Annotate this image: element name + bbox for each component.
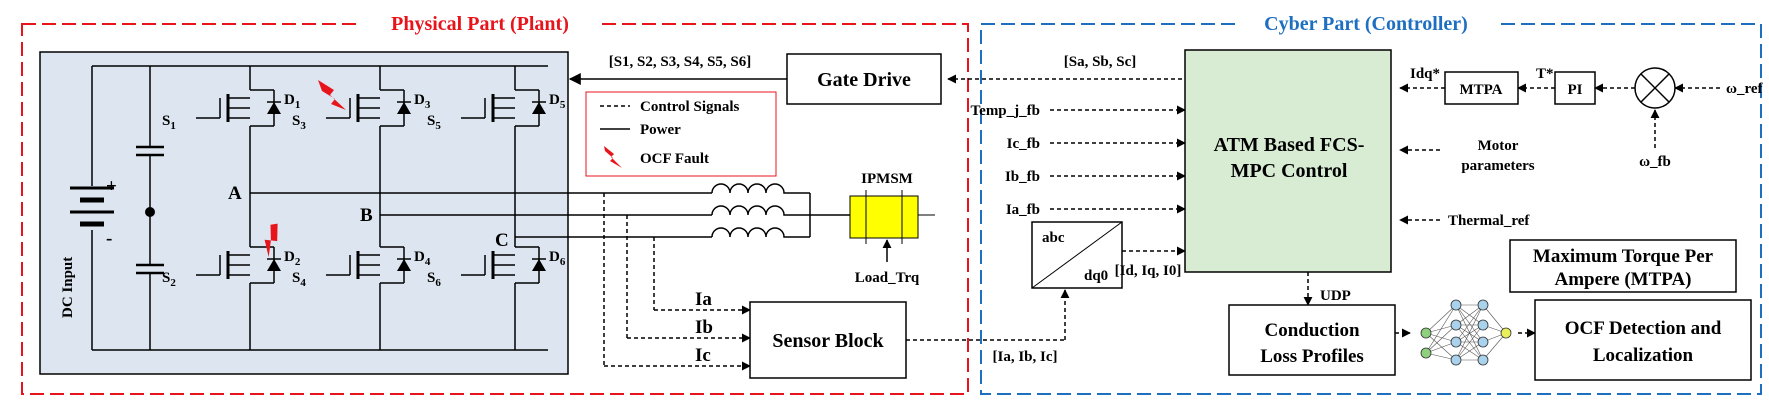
sabc-label: [Sa, Sb, Sc]: [1064, 54, 1137, 70]
nn-node: [1477, 319, 1489, 331]
dc-minus: -: [106, 228, 112, 249]
gate-drive-block: [786, 53, 942, 105]
nn-edge: [1482, 332, 1507, 361]
udp-label: UDP: [1320, 288, 1351, 304]
mtpa-block: [1444, 71, 1519, 105]
pi-block: [1554, 71, 1596, 105]
gate-drive-label: Gate Drive: [817, 69, 911, 91]
mtpa-definition-line1: Maximum Torque Per: [1533, 246, 1714, 267]
ocf-detection-block: [1534, 299, 1752, 381]
ocf-detection-line1: OCF Detection and: [1565, 318, 1722, 339]
nn-edge: [1425, 304, 1457, 334]
nn-edge: [1425, 332, 1457, 361]
nn-node: [1500, 327, 1512, 339]
sensor-block: [749, 301, 907, 379]
ib-label: Ib: [695, 317, 713, 338]
iabc-label: [Ia, Ib, Ic]: [992, 349, 1057, 365]
dc-plus: +: [106, 176, 117, 197]
thermal-ref-label: Thermal_ref: [1448, 213, 1530, 229]
nn-edge: [1482, 304, 1507, 334]
fault-icon-s3: [318, 80, 346, 110]
legend-fault-icon: [604, 146, 622, 168]
nn-node: [1450, 319, 1462, 331]
mpc-label-line2: MPC Control: [1231, 160, 1348, 182]
ib-fb-label: Ib_fb: [1005, 169, 1040, 185]
conduction-loss-block: [1228, 304, 1396, 376]
omega-ref-label: ω_ref: [1726, 81, 1764, 97]
mtpa-definition-line2: Ampere (MTPA): [1555, 269, 1692, 290]
conduction-loss-line2: Loss Profiles: [1260, 346, 1364, 367]
ic-label: Ic: [695, 345, 711, 366]
load-label: Load_Trq: [855, 270, 920, 286]
motor-params-line2: parameters: [1461, 158, 1534, 174]
dq0-label: dq0: [1084, 268, 1108, 284]
sensor-block-label: Sensor Block: [772, 330, 884, 352]
nn-edge: [1455, 304, 1484, 343]
nn-edge: [1455, 324, 1484, 361]
inverter-panel: [39, 51, 569, 375]
abc-label: abc: [1042, 230, 1065, 246]
legend-control-label: Control Signals: [640, 99, 739, 115]
nn-node: [1450, 354, 1462, 366]
t-ref-label: T*: [1536, 66, 1554, 82]
nn-node: [1420, 347, 1432, 359]
conduction-loss-line1: Conduction: [1264, 320, 1359, 341]
nn-node: [1450, 336, 1462, 348]
mpc-label-line1: ATM Based FCS-: [1214, 134, 1365, 156]
mtpa-definition-box: [1509, 239, 1737, 293]
nn-node: [1450, 299, 1462, 311]
node-c: C: [495, 230, 509, 251]
node-b: B: [360, 205, 373, 226]
fault-icon-s2: [264, 223, 278, 258]
node-a: A: [228, 183, 242, 204]
nn-node: [1477, 354, 1489, 366]
idq0-label: [Id, Iq, I0]: [1115, 263, 1182, 279]
nn-edge: [1455, 304, 1484, 326]
legend-power-label: Power: [640, 122, 681, 138]
inductors: [711, 183, 850, 238]
temp-fb-label: Temp_j_fb: [971, 103, 1040, 119]
ocf-detection-line2: Localization: [1593, 345, 1694, 366]
controller-title: Cyber Part (Controller): [1264, 13, 1468, 35]
idq-ref-label: Idq*: [1410, 66, 1440, 82]
motor-params-line1: Motor: [1478, 138, 1519, 154]
nn-node: [1420, 327, 1432, 339]
nn-edge: [1455, 304, 1484, 361]
ia-fb-label: Ia_fb: [1006, 202, 1040, 218]
legend-fault-label: OCF Fault: [640, 151, 709, 167]
nn-edge: [1455, 341, 1484, 361]
nn-edge: [1425, 304, 1457, 354]
nn-node: [1477, 336, 1489, 348]
pi-label: PI: [1568, 82, 1583, 98]
omega-fb-label: ω_fb: [1639, 154, 1671, 170]
mpc-block: [1184, 49, 1392, 273]
motor-label: IPMSM: [861, 171, 913, 187]
gate-signals-label: [S1, S2, S3, S4, S5, S6]: [609, 54, 752, 70]
dc-input-label: DC Input: [60, 257, 76, 318]
nn-node: [1477, 299, 1489, 311]
neural-network-icon: [1420, 299, 1512, 366]
nn-edge: [1425, 324, 1457, 354]
ia-label: Ia: [695, 289, 712, 310]
sum-junction-icon: [1634, 67, 1676, 109]
mtpa-label: MTPA: [1459, 82, 1502, 98]
ic-fb-label: Ic_fb: [1007, 136, 1040, 152]
plant-title: Physical Part (Plant): [391, 13, 569, 35]
motor-block: [849, 195, 919, 239]
